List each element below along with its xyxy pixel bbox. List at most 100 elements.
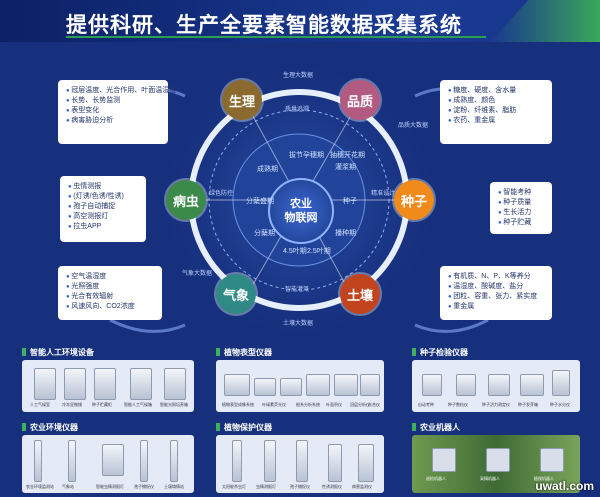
panel-item: 光合有效辐射 xyxy=(66,292,154,302)
ring-label-inner-bottom: 智能灌溉 xyxy=(285,287,310,293)
device-label: 种子水分仪 xyxy=(550,402,570,407)
ring-label-right: 品质大数据 xyxy=(398,123,429,129)
device-label: 智能虫情测报灯 xyxy=(96,484,124,489)
device-label: 自动考种 xyxy=(418,402,434,407)
node-pinzhi[interactable]: 品质 xyxy=(340,80,380,120)
panel-item: 温湿度、酸碱度、盐分 xyxy=(448,282,544,292)
panel-item: 冠层温度、光合作用、叶面温湿度 xyxy=(66,86,176,96)
panel-item: 光照强度 xyxy=(66,282,154,292)
device-5-5 xyxy=(358,444,374,482)
device-label: 根系分析系统 xyxy=(296,402,320,407)
panel-item: 长势、长势监测 xyxy=(66,96,160,106)
device-5-1 xyxy=(232,440,242,482)
device-3-4 xyxy=(520,374,544,396)
panel-turang: 有机质、N、P、K等养分 温湿度、酸碱度、盐分 团粒、容重、张力、紧实度 重金属 xyxy=(440,266,552,320)
stage-label-6: 播种期 xyxy=(335,230,356,237)
section-title-5: 植物保护仪器 xyxy=(216,422,272,433)
title-underline xyxy=(66,36,486,38)
device-label: 冠层分析仪 xyxy=(350,402,370,407)
core-iot: 农业 物联网 xyxy=(268,178,334,244)
panel-item: 虫情测报 xyxy=(68,182,138,192)
device-2-5 xyxy=(334,374,358,396)
core-line2: 物联网 xyxy=(284,212,318,224)
device-2-4 xyxy=(306,374,330,396)
stage-label-0: 拔节孕穗期 xyxy=(289,152,324,159)
panel-item: 病害胁迫分析 xyxy=(66,116,160,126)
arc-arrow-right-bottom xyxy=(414,318,489,333)
ring-label-left: 气象大数据 xyxy=(182,271,213,277)
device-label: 种子活力测定仪 xyxy=(482,402,510,407)
device-1-2 xyxy=(64,368,86,400)
stage-label-5: 种子 xyxy=(343,198,357,205)
stage-label-8: 4.5叶期 xyxy=(283,248,307,255)
device-label: 冷冻显微镜 xyxy=(62,402,82,407)
node-zhongzi[interactable]: 种子 xyxy=(394,180,434,220)
device-label: 叶面积仪 xyxy=(326,402,342,407)
device-label: 气象站 xyxy=(62,484,74,489)
panel-item: 拉虫APP xyxy=(68,222,138,232)
device-3-2 xyxy=(456,374,476,396)
device-3-5 xyxy=(552,370,570,396)
panel-item: 糖度、硬度、含水量 xyxy=(448,86,544,96)
ring-label-top: 生理大数据 xyxy=(283,73,314,79)
device-label: 植物表型成像系统 xyxy=(222,402,254,407)
panel-pinzhi: 糖度、硬度、含水量 成熟度、颜色 淀粉、纤维素、脂肪 农药、重金属 xyxy=(440,80,552,144)
panel-item: 种子质量 xyxy=(498,198,544,208)
panel-item: 重金属 xyxy=(448,302,544,312)
node-shengli[interactable]: 生理 xyxy=(222,80,262,120)
device-label: 叶绿素荧光仪 xyxy=(262,402,286,407)
node-turang[interactable]: 土壤 xyxy=(340,274,380,314)
panel-item: 农药、重金属 xyxy=(448,116,544,126)
stage-label-4: 成熟期 xyxy=(257,166,278,173)
ring-label-inner-left: 绿色防控 xyxy=(209,191,234,197)
section-title-2: 植物表型仪器 xyxy=(216,347,272,358)
device-label: 土壤墒情站 xyxy=(164,484,184,489)
section-title-4: 农业环境仪器 xyxy=(22,422,78,433)
device-label: 太阳能杀虫灯 xyxy=(222,484,246,489)
device-1-3 xyxy=(94,368,116,400)
panel-item: 生长活力 xyxy=(498,208,544,218)
stage-label-7: 2.5叶期 xyxy=(307,248,331,255)
panel-item: 风速风向、CO2浓度 xyxy=(66,302,154,312)
panel-zhongzi: 智能考种 种子质量 生长活力 种子贮藏 xyxy=(490,182,552,234)
device-label: 孢子捕捉仪 xyxy=(290,484,310,489)
panel-item: 团粒、容重、张力、紧实度 xyxy=(448,292,544,302)
device-4-3 xyxy=(102,444,124,476)
device-label: 性诱测报仪 xyxy=(322,484,342,489)
device-label: 种子发芽箱 xyxy=(518,402,538,407)
node-qixiang[interactable]: 气象 xyxy=(216,274,256,314)
device-4-1 xyxy=(34,440,42,482)
device-2-3 xyxy=(280,378,302,396)
panel-item: 表型变化 xyxy=(66,106,160,116)
device-5-2 xyxy=(264,440,276,482)
stage-label-9: 分蘖期 xyxy=(254,230,275,237)
watermark: uwatl.com xyxy=(535,479,594,493)
panel-item: 有机质、N、P、K等养分 xyxy=(448,272,544,282)
device-2-2 xyxy=(254,378,276,396)
device-1-4 xyxy=(130,368,152,400)
device-label: 智能光照培养箱 xyxy=(160,402,188,407)
device-1-5 xyxy=(164,368,186,400)
panel-item: 孢子自动捕捉 xyxy=(68,202,138,212)
device-label: 病害监测仪 xyxy=(352,484,372,489)
panel-item: 淀粉、纤维素、脂肪 xyxy=(448,106,544,116)
device-3-1 xyxy=(422,374,442,396)
device-1-1 xyxy=(34,368,56,400)
ring-label-inner-right: 精准设计 xyxy=(371,191,396,197)
device-label: 种子贮藏柜 xyxy=(92,402,112,407)
panel-item: 种子贮藏 xyxy=(498,218,544,228)
stage-label-3: 灌浆期 xyxy=(335,164,356,171)
device-label: 农业环境监测站 xyxy=(26,484,54,489)
section-title-1: 智能人工环境设备 xyxy=(22,347,94,358)
device-2-1 xyxy=(224,374,250,396)
robot-3 xyxy=(540,448,564,472)
ring-label-inner-top: 质量追溯 xyxy=(285,107,310,113)
device-label: 虫情测报灯 xyxy=(256,484,276,489)
node-bingchong[interactable]: 病虫 xyxy=(166,180,206,220)
device-4-2 xyxy=(68,440,76,482)
device-5-3 xyxy=(296,440,308,482)
panel-shengli: 冠层温度、光合作用、叶面温湿度 长势、长势监测 表型变化 病害胁迫分析 xyxy=(58,80,176,144)
device-label: 人工气候室 xyxy=(30,402,50,407)
arc-arrow-left-bottom xyxy=(109,318,186,333)
panel-item: 成熟度、颜色 xyxy=(448,96,544,106)
